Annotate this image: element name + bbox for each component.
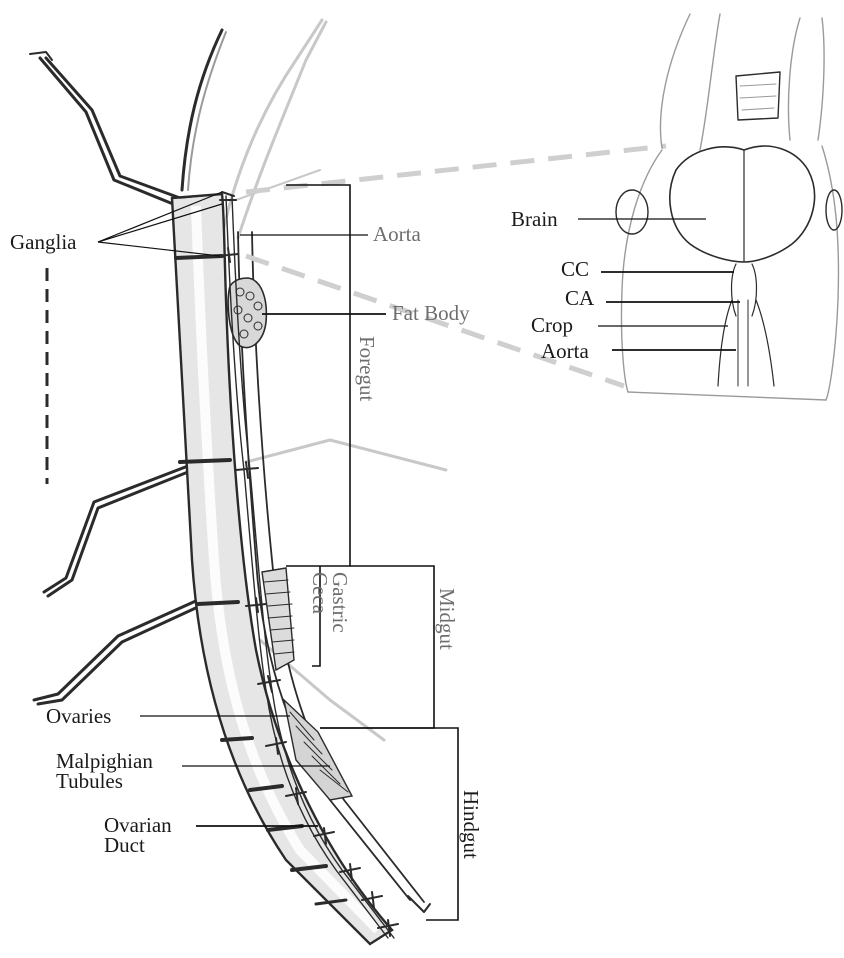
middle-left-leg	[44, 466, 188, 596]
label-gastric-line2: Ceca	[308, 572, 332, 615]
inset-label-cc: CC	[561, 257, 589, 281]
inset-label-crop: Crop	[531, 313, 573, 337]
inset-label-aorta: Aorta	[541, 339, 589, 363]
label-foregut: Foregut	[355, 336, 379, 401]
label-ganglia: Ganglia	[10, 230, 77, 254]
label-aorta: Aorta	[373, 222, 421, 246]
label-malpighian-line2: Tubules	[56, 769, 123, 793]
foregut-bracket	[286, 185, 350, 566]
insect-drawing	[30, 20, 446, 944]
zoom-connectors	[246, 146, 666, 386]
label-midgut: Midgut	[435, 588, 459, 650]
label-hindgut: Hindgut	[459, 790, 483, 859]
label-fat-body: Fat Body	[392, 301, 470, 325]
inset-label-brain: Brain	[511, 207, 558, 231]
label-ovaries: Ovaries	[46, 704, 111, 728]
hind-left-leg	[34, 600, 200, 704]
antenna	[182, 30, 226, 190]
head-inset-drawing	[616, 14, 842, 400]
inset-label-ca: CA	[565, 286, 595, 310]
front-left-leg	[30, 52, 180, 206]
label-ovarian-line2: Duct	[104, 833, 145, 857]
fat-body-cluster	[228, 278, 266, 348]
